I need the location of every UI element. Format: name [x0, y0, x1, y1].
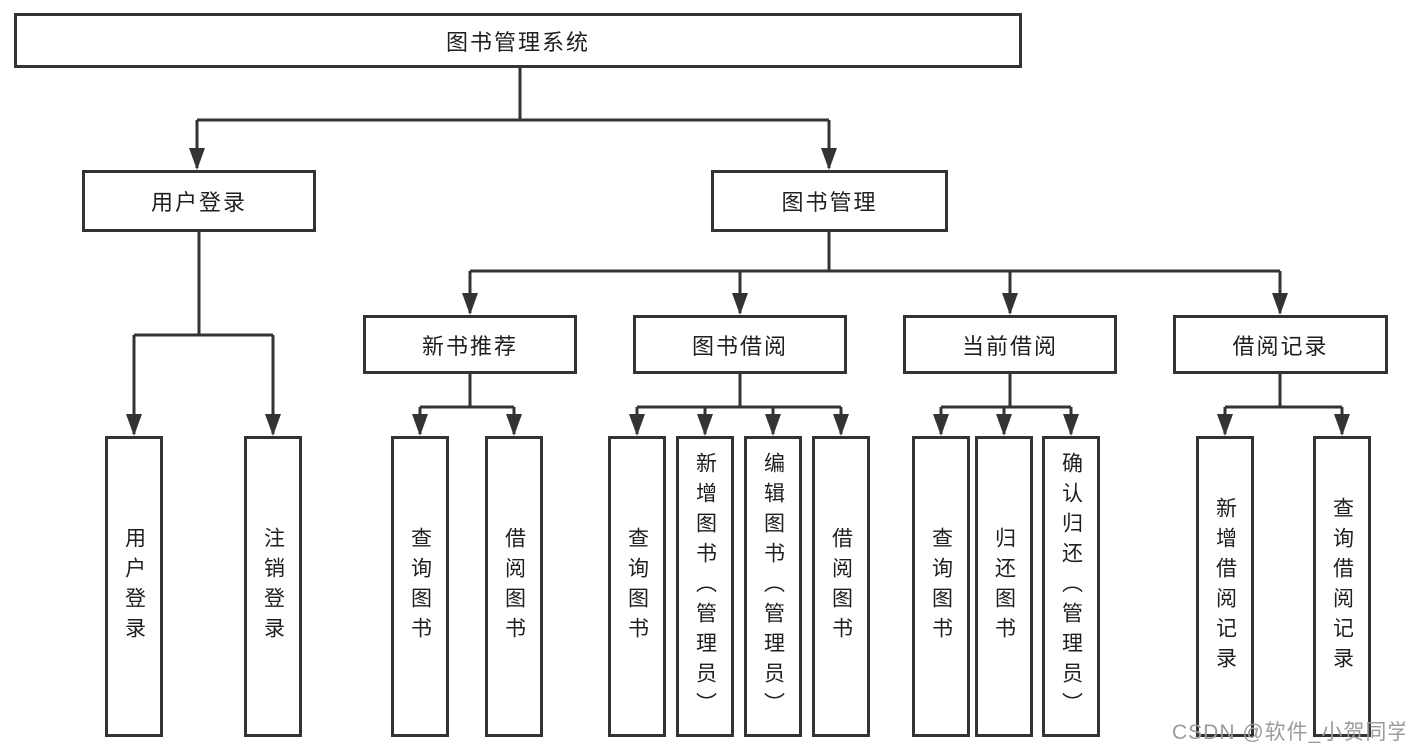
leaf-edit-book-admin: 编辑图书（管理员）: [744, 436, 802, 737]
node-new-book-recommend-label: 新书推荐: [421, 333, 518, 359]
node-library-system: 图书管理系统: [14, 13, 1022, 68]
leaf-query-books-recommend-label: 查询图书: [408, 526, 432, 647]
leaf-logout: 注销登录: [244, 436, 302, 737]
leaf-return-book-label: 归还图书: [992, 526, 1016, 647]
leaf-add-book-admin: 新增图书（管理员）: [676, 436, 734, 737]
leaf-query-books-current-label: 查询图书: [929, 526, 953, 647]
csdn-watermark: CSDN @软件_小贺同学: [1172, 721, 1405, 744]
leaf-add-borrow-record-label: 新增借阅记录: [1213, 496, 1237, 677]
leaf-user-login: 用户登录: [105, 436, 163, 737]
node-current-borrow: 当前借阅: [903, 315, 1117, 374]
leaf-borrow-books-label: 借阅图书: [829, 526, 853, 647]
arrowheads: [126, 148, 1350, 436]
node-user-login-label: 用户登录: [150, 190, 247, 215]
node-book-borrow-label: 图书借阅: [691, 333, 788, 359]
leaf-borrow-books: 借阅图书: [812, 436, 870, 737]
leaf-borrow-books-recommend-label: 借阅图书: [502, 526, 526, 647]
leaf-query-borrow-record-label: 查询借阅记录: [1330, 496, 1354, 677]
leaf-confirm-return-admin-label: 确认归还（管理员）: [1059, 451, 1083, 722]
node-current-borrow-label: 当前借阅: [961, 333, 1058, 359]
node-book-management: 图书管理: [711, 170, 948, 232]
leaf-query-books-borrow-label: 查询图书: [625, 526, 649, 647]
leaf-borrow-books-recommend: 借阅图书: [485, 436, 543, 737]
leaf-logout-label: 注销登录: [261, 526, 285, 647]
leaf-confirm-return-admin: 确认归还（管理员）: [1042, 436, 1100, 737]
node-library-system-label: 图书管理系统: [445, 29, 590, 55]
node-book-management-label: 图书管理: [781, 190, 878, 215]
leaf-user-login-label: 用户登录: [122, 526, 146, 647]
leaf-query-borrow-record: 查询借阅记录: [1313, 436, 1371, 737]
node-user-login: 用户登录: [82, 170, 316, 232]
node-borrow-records: 借阅记录: [1173, 315, 1388, 374]
leaf-add-book-admin-label: 新增图书（管理员）: [693, 451, 717, 722]
leaf-return-book: 归还图书: [975, 436, 1033, 737]
leaf-edit-book-admin-label: 编辑图书（管理员）: [761, 451, 785, 722]
leaf-add-borrow-record: 新增借阅记录: [1196, 436, 1254, 737]
leaf-query-books-recommend: 查询图书: [391, 436, 449, 737]
node-book-borrow: 图书借阅: [633, 315, 847, 374]
node-borrow-records-label: 借阅记录: [1232, 333, 1329, 359]
leaf-query-books-current: 查询图书: [912, 436, 970, 737]
leaf-query-books-borrow: 查询图书: [608, 436, 666, 737]
node-new-book-recommend: 新书推荐: [363, 315, 577, 374]
